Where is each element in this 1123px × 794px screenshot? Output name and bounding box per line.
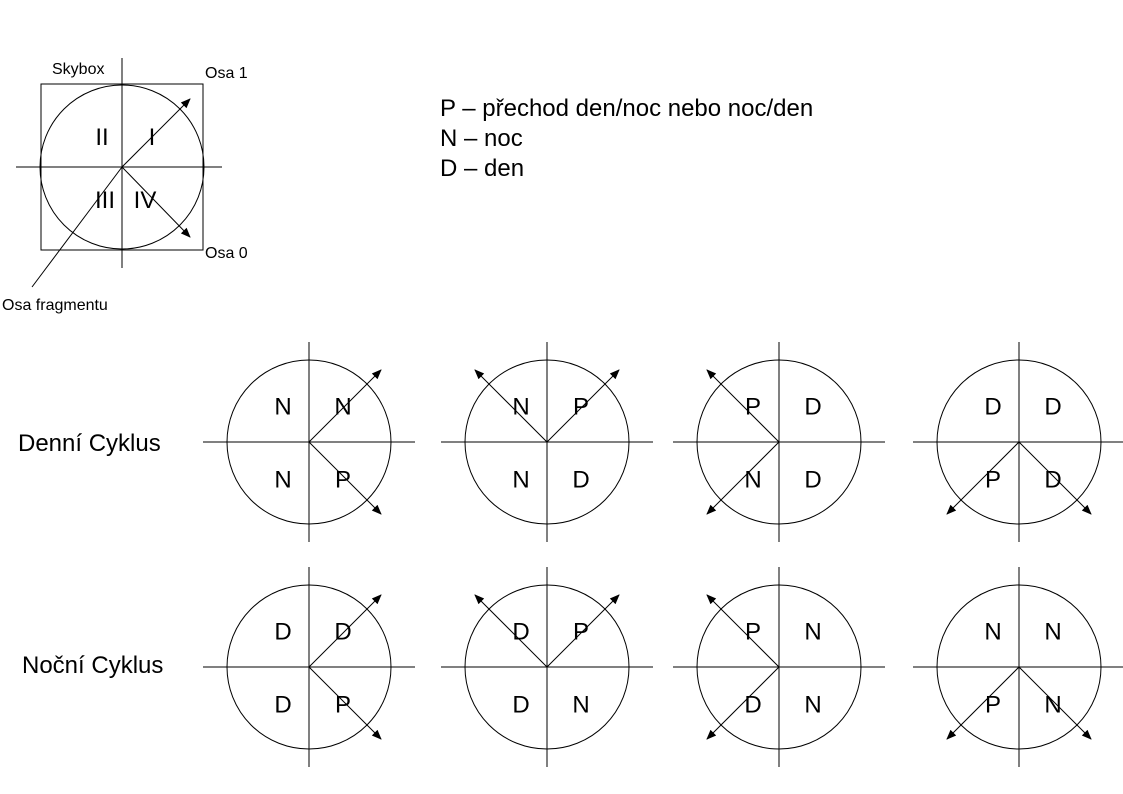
cycle-arrow-sw — [706, 666, 780, 740]
quadrant-state-q2: D — [984, 393, 1001, 420]
axis0-arrow — [121, 166, 191, 238]
quadrant-state-q2: N — [512, 393, 529, 420]
quadrant-state-q1: D — [804, 393, 821, 420]
quadrant-state-q3: N — [744, 466, 761, 493]
quadrant-state-q3: D — [744, 691, 761, 718]
legend-line-n: N – noc — [440, 125, 523, 152]
quadrant-state-q2: D — [512, 618, 529, 645]
quadrant-state-q4: N — [1044, 691, 1061, 718]
cycle-diagram-1-3: P D N D — [673, 342, 885, 542]
legend-line-p: P – přechod den/noc nebo noc/den — [440, 95, 813, 122]
quadrant-state-q4: D — [572, 466, 589, 493]
quadrant-state-q3: D — [512, 691, 529, 718]
quadrant-state-q1: N — [804, 618, 821, 645]
axis1-label: Osa 1 — [205, 65, 248, 82]
quadrant-state-q4: P — [335, 466, 351, 493]
axis0-label: Osa 0 — [205, 245, 248, 262]
cycle-arrow-ne — [308, 369, 382, 443]
cycle-arrow-se — [308, 441, 382, 515]
quadrant-state-q4: N — [572, 691, 589, 718]
quadrant-state-q4: N — [804, 691, 821, 718]
cycle-arrow-nw — [474, 369, 548, 443]
cycle-diagrams: N N N P N P N D P D N D D D P D D D D P D P D N P N D N N N P N — [203, 342, 1123, 767]
cycle-diagram-2-4: N N P N — [913, 567, 1123, 767]
quadrant-state-q3: P — [985, 691, 1001, 718]
cycle-diagram-1-4: D D P D — [913, 342, 1123, 542]
quadrant-state-q1: P — [573, 618, 589, 645]
skybox-label: Skybox — [52, 61, 104, 78]
cycle-arrow-nw — [706, 369, 780, 443]
cycle-arrow-ne — [308, 594, 382, 668]
quadrant-state-q2: P — [745, 393, 761, 420]
quadrant-state-q2: N — [984, 618, 1001, 645]
quadrant-state-q1: N — [1044, 618, 1061, 645]
cycle-arrow-se — [308, 666, 382, 740]
quadrant-state-q2: N — [274, 393, 291, 420]
row-label-night-cycle: Noční Cyklus — [22, 652, 163, 679]
quadrant-state-q4: D — [804, 466, 821, 493]
quadrant-label-iii: III — [95, 187, 115, 214]
quadrant-state-q4: P — [335, 691, 351, 718]
axis1-arrow — [121, 98, 191, 168]
quadrant-state-q4: D — [1044, 466, 1061, 493]
cycle-arrow-sw — [946, 666, 1020, 740]
quadrant-label-ii: II — [95, 124, 108, 151]
cycle-arrow-nw — [474, 594, 548, 668]
cycle-arrow-nw — [706, 594, 780, 668]
quadrant-label-i: I — [149, 124, 156, 151]
cycle-arrow-se — [1018, 666, 1092, 740]
cycle-arrow-se — [1018, 441, 1092, 515]
skybox-diagram — [16, 58, 222, 288]
cycle-arrow-sw — [946, 441, 1020, 515]
quadrant-state-q2: P — [745, 618, 761, 645]
quadrant-state-q3: D — [274, 691, 291, 718]
cycle-arrow-ne — [546, 594, 620, 668]
quadrant-state-q3: N — [512, 466, 529, 493]
quadrant-state-q3: P — [985, 466, 1001, 493]
legend-line-d: D – den — [440, 155, 524, 182]
quadrant-label-iv: IV — [134, 187, 157, 214]
quadrant-state-q1: D — [1044, 393, 1061, 420]
row-label-day-cycle: Denní Cyklus — [18, 430, 161, 457]
quadrant-state-q1: D — [334, 618, 351, 645]
quadrant-state-q1: P — [573, 393, 589, 420]
quadrant-state-q1: N — [334, 393, 351, 420]
cycle-diagram-1-1: N N N P — [203, 342, 415, 542]
cycle-diagram-1-2: N P N D — [441, 342, 653, 542]
cycle-arrow-ne — [546, 369, 620, 443]
cycle-diagram-2-2: D P D N — [441, 567, 653, 767]
fragment-axis-line — [31, 166, 123, 288]
quadrant-state-q2: D — [274, 618, 291, 645]
cycle-diagram-2-3: P N D N — [673, 567, 885, 767]
cycle-arrow-sw — [706, 441, 780, 515]
cycle-diagram-2-1: D D D P — [203, 567, 415, 767]
quadrant-state-q3: N — [274, 466, 291, 493]
fragment-axis-label: Osa fragmentu — [2, 297, 108, 314]
